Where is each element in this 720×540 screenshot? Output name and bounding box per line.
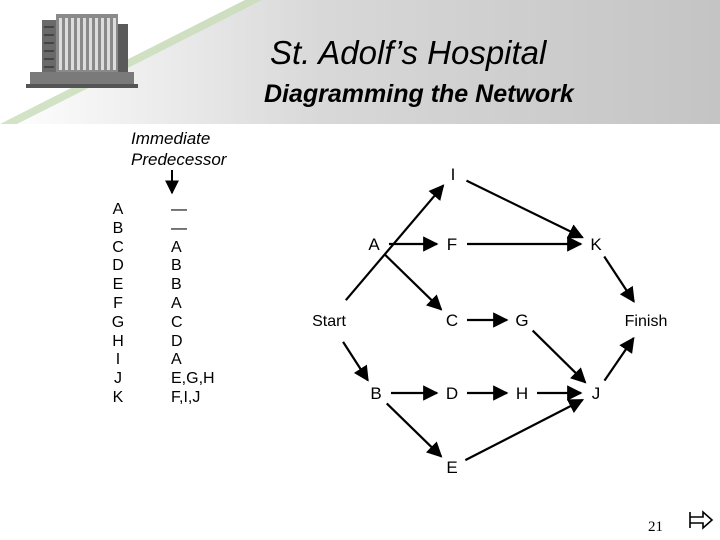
node-c: C	[446, 311, 458, 330]
arrow-right-icon	[689, 510, 714, 530]
activity-cell: D	[112, 257, 124, 275]
predecessor-header-line1: Immediate	[131, 129, 211, 148]
activity-cell: G	[111, 313, 125, 331]
activity-cell: A	[112, 201, 124, 218]
predecessor-cell: F,I,J	[171, 388, 201, 406]
edge-i-k	[465, 179, 584, 239]
predecessor-cell: D	[171, 332, 183, 350]
node-k: K	[590, 235, 602, 254]
activity-cell: C	[112, 238, 124, 256]
edge-a-c	[383, 253, 443, 311]
node-e: E	[446, 458, 457, 477]
activity-cell: K	[112, 388, 124, 406]
slide-title: St. Adolf’s Hospital	[270, 34, 547, 71]
edge-e-j	[464, 398, 585, 462]
predecessor-cell: A	[171, 351, 182, 369]
predecessor-cell: —	[171, 201, 187, 218]
node-a: A	[368, 235, 380, 254]
predecessor-cell: A	[171, 294, 182, 312]
node-start: Start	[312, 313, 346, 330]
activity-cell: I	[115, 351, 121, 369]
activity-cell: E	[112, 276, 124, 294]
predecessor-header-line2: Predecessor	[131, 150, 227, 169]
edge-j-finish	[603, 336, 635, 382]
predecessor-cell: —	[171, 219, 187, 237]
activity-cell: F	[113, 294, 123, 312]
activity-cell: J	[114, 370, 122, 388]
predecessor-header: Immediate Predecessor	[131, 128, 226, 170]
edge-b-e	[385, 402, 443, 458]
node-finish: Finish	[625, 313, 668, 330]
predecessor-cell: A	[171, 238, 182, 256]
node-d: D	[446, 384, 458, 403]
predecessor-cell: C	[171, 313, 183, 331]
hospital-building-icon	[26, 14, 138, 88]
node-b: B	[370, 384, 381, 403]
activity-cell: H	[112, 332, 124, 350]
edge-k-finish	[603, 255, 635, 303]
predecessor-cell: B	[171, 276, 182, 294]
edge-g-j	[531, 329, 587, 384]
header-banner	[0, 0, 720, 124]
predecessor-cell: B	[171, 257, 182, 275]
edge-start-i	[344, 184, 445, 301]
node-f: F	[447, 235, 457, 254]
node-i: I	[451, 165, 456, 184]
node-j: J	[592, 384, 601, 403]
predecessor-cell: E,G,H	[171, 370, 215, 388]
node-h: H	[516, 384, 528, 403]
page-number: 21	[648, 519, 663, 535]
next-slide-button[interactable]	[686, 509, 714, 531]
edge-start-b	[342, 341, 369, 382]
slide-subtitle: Diagramming the Network	[264, 80, 574, 108]
activity-cell: B	[112, 219, 124, 237]
node-g: G	[515, 311, 528, 330]
